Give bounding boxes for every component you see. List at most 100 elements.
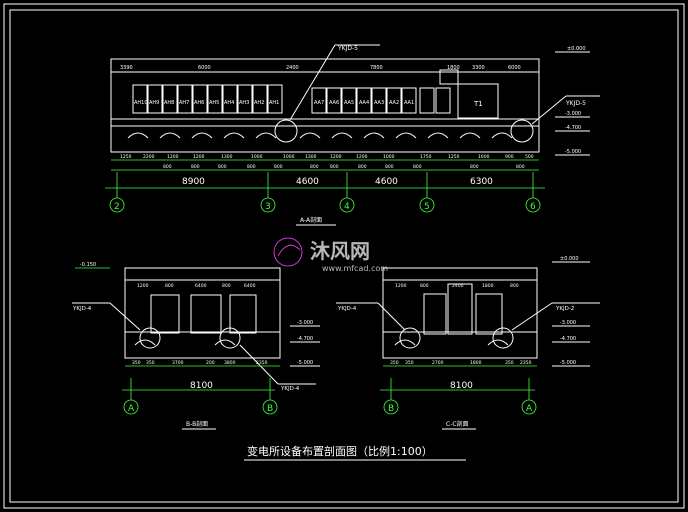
axis-bubble [383, 399, 399, 415]
dim: 3390 [120, 65, 133, 71]
axis-label: B [388, 404, 394, 414]
dim: 800 [330, 164, 339, 170]
aa-section-label: A-A剖面 [300, 216, 322, 224]
dim: 3300 [472, 65, 485, 71]
axis-label: A [526, 404, 533, 414]
level: ±0.000 [560, 256, 579, 262]
axis-label: 3 [265, 202, 271, 212]
axis-bubble [525, 197, 541, 213]
dim: 6400 [244, 283, 256, 289]
dim: 1200 [167, 154, 179, 160]
dim: 1200 [193, 154, 205, 160]
aa-transformer-box [457, 83, 499, 119]
bb-building-outline [124, 267, 281, 359]
section-aa: AH10 AH9 AH8 AH7 AH6 AH5 AH4 AH3 AH2 AH1… [105, 44, 600, 226]
cab-label: AA7 [314, 100, 324, 106]
axis-bubble [521, 399, 537, 415]
dim: 2200 [143, 154, 155, 160]
cab-label: AH7 [179, 100, 189, 106]
axis-bubble [419, 197, 435, 213]
dim: 6000 [198, 65, 211, 71]
level: -5.000 [560, 360, 576, 366]
axis-bubble [262, 399, 278, 415]
dim: 1200 [356, 154, 368, 160]
level: -5.000 [297, 360, 313, 366]
dim: 200 [206, 360, 215, 366]
level: -0.150 [80, 262, 96, 268]
cc-section-label: C-C剖面 [446, 420, 469, 428]
cab-label: AH3 [239, 100, 249, 106]
dim: 900 [505, 154, 514, 160]
aa-cable-tag-right: YKJD-5 [565, 100, 586, 107]
cab-label: AH9 [149, 100, 159, 106]
dim: 1250 [448, 154, 460, 160]
dim: 800 [516, 164, 525, 170]
dim: 6400 [195, 283, 207, 289]
dim: 1600 [478, 154, 490, 160]
dim: 350 [146, 360, 155, 366]
dim: 800 [413, 164, 422, 170]
dim: 800 [420, 283, 429, 289]
dim: 1800 [447, 65, 460, 71]
level: -3.000 [297, 320, 313, 326]
drawing-title: 变电所设备布置剖面图（比例1:100） [247, 444, 433, 458]
main-dim: 4600 [296, 177, 319, 187]
aa-detail-circle-left [274, 119, 298, 143]
dim: 1750 [420, 154, 432, 160]
axis-label: 4 [344, 202, 350, 212]
dim: 3800 [224, 360, 236, 366]
dim: 1300 [221, 154, 233, 160]
dim: 800 [385, 164, 394, 170]
dim: 1250 [120, 154, 132, 160]
dim: 3700 [172, 360, 184, 366]
dim: 800 [163, 164, 172, 170]
watermark-url: www.mfcad.com [322, 264, 388, 273]
level: -3.000 [560, 320, 576, 326]
cab-label: AH1 [269, 100, 279, 106]
dim: 800 [510, 283, 519, 289]
cab-label: AA2 [389, 100, 399, 106]
aa-building-outline [110, 58, 540, 153]
cab-label: AH10 [134, 100, 148, 106]
dim: 1300 [305, 154, 317, 160]
main-dim: 4600 [375, 177, 398, 187]
section-bb: -0.150 -3.000 -4.700 -5.000 YKJD-4 YKJD-… [72, 262, 320, 430]
cc-tag-right: YKJD-2 [555, 306, 574, 312]
axis-label: 5 [424, 202, 430, 212]
cab-label: AH2 [254, 100, 264, 106]
aa-detail-circle-right [510, 119, 534, 143]
level: ±0.000 [567, 46, 586, 52]
dim: 800 [191, 164, 200, 170]
watermark: 沐风网 www.mfcad.com [273, 237, 388, 273]
dim: 800 [247, 164, 256, 170]
dim: 1200 [137, 283, 149, 289]
level: -4.700 [565, 125, 581, 131]
dim: 2350 [256, 360, 268, 366]
section-cc: ±0.000 -3.000 -4.700 -5.000 YKJD-4 YKJD-… [336, 256, 600, 430]
aa-transformer-label: T1 [473, 100, 483, 108]
dim: 1200 [330, 154, 342, 160]
aa-cable-tag-top: YKJD-5 [337, 45, 358, 52]
dim: 2350 [520, 360, 532, 366]
dim: 800 [222, 283, 231, 289]
dim: 800 [218, 164, 227, 170]
dim: 800 [165, 283, 174, 289]
cab-label: AH4 [224, 100, 234, 106]
cc-building-outline [382, 267, 538, 359]
cab-label: AA4 [359, 100, 369, 106]
dim: 350 [390, 360, 399, 366]
main-dim: 8900 [182, 177, 205, 187]
cab-label: AA5 [344, 100, 354, 106]
axis-bubble [109, 197, 125, 213]
axis-bubble [123, 399, 139, 415]
cab-label: AH8 [164, 100, 174, 106]
cc-tag-left: YKJD-4 [337, 306, 357, 312]
main-dim: 8100 [450, 381, 473, 391]
dim: 350 [405, 360, 414, 366]
dim: 800 [358, 164, 367, 170]
dim: 2400 [452, 283, 464, 289]
dim: 2700 [432, 360, 444, 366]
bb-tag-left: YKJD-4 [72, 306, 92, 312]
